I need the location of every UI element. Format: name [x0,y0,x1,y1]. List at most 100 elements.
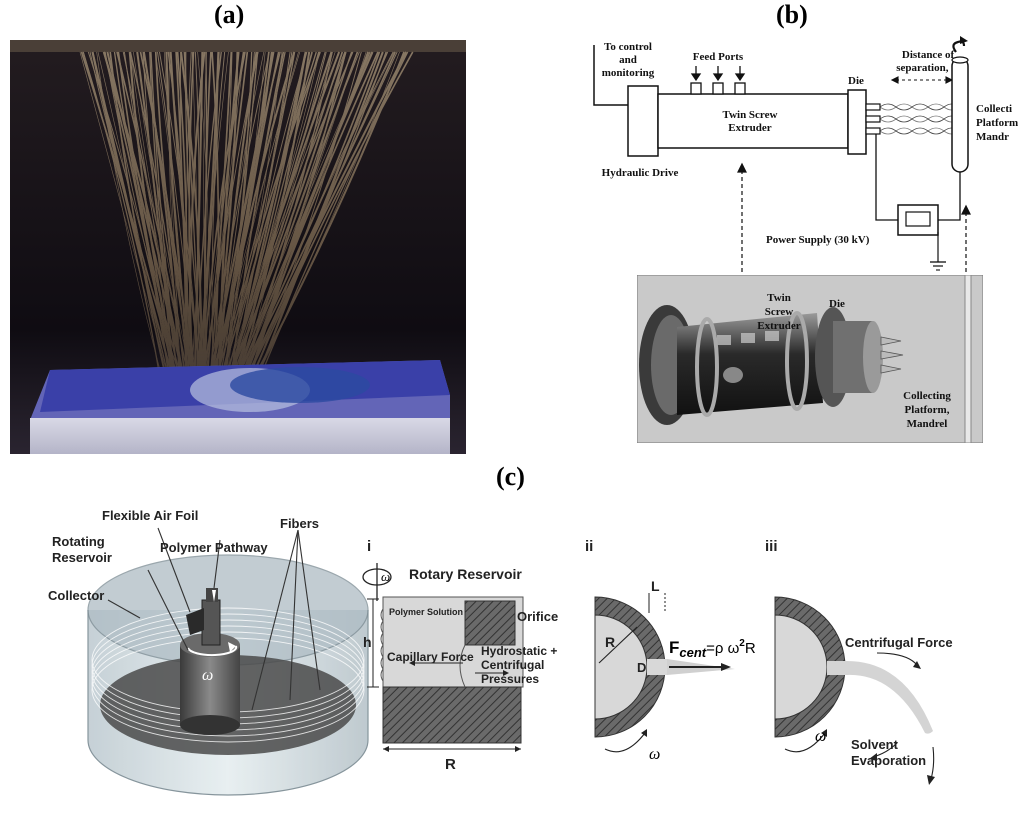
D-label: D [637,660,646,675]
fiber-strand [165,51,194,386]
centrifugal-force-label: Centrifugal Force [845,635,953,650]
centrifugal-force-diagram: ii L R D Fcent=ρ ω2R ω [585,538,756,763]
collecting-label-1: Collecti [976,103,1012,115]
photo-twin-label-2: Screw [765,306,794,318]
fiber-strand [168,51,186,386]
photo-die-label: Die [829,298,845,310]
fiber-strand [106,51,187,386]
fiber-strand [190,51,200,386]
collecting-label-3: Mandr [976,131,1009,143]
hydraulic-drive-label: Hydraulic Drive [602,167,679,179]
omega-label: ω [202,667,213,684]
photo-collecting-label-1: Collecting [903,390,951,402]
orifice-label: Orifice [517,609,558,624]
solvent-evaporation-diagram: iii Centrifugal Force Solvent Evaporatio… [765,538,953,785]
fiber-strand [109,51,169,386]
fiber-strand [188,51,206,386]
fiber-strand [207,51,275,386]
extruder-photo-labels: Twin Screw Extruder Die Collecting Platf… [757,292,951,430]
fiber-strand [256,51,409,386]
hydrostatic-label-3: Pressures [481,672,539,686]
fiber-strand [225,51,341,386]
fiber-strand [242,51,408,386]
power-supply-label: Power Supply (30 kV) [766,234,870,246]
fiber-strand [128,51,180,386]
polymer-solution-label: Polymer Solution [389,607,463,617]
fiber-strand [246,51,374,386]
fiber-strand [231,51,372,386]
photo-twin-label-3: Extruder [757,320,801,332]
fiber-strand [142,51,185,386]
extruder-label-2: Extruder [728,122,772,134]
distance-arrow [890,76,954,84]
flexible-air-foil-label: Flexible Air Foil [102,508,198,523]
fiber-strand [113,51,184,386]
rotating-label-2: Reservoir [52,550,112,565]
R-label-ii: R [605,634,615,650]
panel-label-c: (c) [496,462,525,491]
panel-label-a: (a) [214,0,245,29]
electrospinning-schematic: To control and monitoring Hydraulic Driv… [593,36,1018,275]
fiber-strand [197,51,220,386]
feed-ports [690,82,746,95]
numeral-iii: iii [765,538,778,555]
fiber-strand [185,51,192,386]
dashed-link-arrows [737,162,971,275]
omega-iii: ω [815,728,826,745]
fiber-strand [214,51,301,386]
solvent-label-1: Solvent [851,737,899,752]
collecting-label-2: Platform [976,117,1018,129]
fiber-jets [879,103,959,135]
capillary-force-label: Capillary Force [387,650,474,664]
numeral-ii: ii [585,538,593,555]
fiber-strand [218,51,313,386]
photo-twin-label-1: Twin [767,292,791,304]
fiber-spray-photo [10,40,466,454]
fiber-strand [154,51,187,386]
fiber-strand [218,51,321,386]
fibers-label: Fibers [280,516,319,531]
fiber-strand [123,51,174,386]
fiber-strand [213,51,296,386]
fiber-strand [197,51,232,386]
extruder-photo [637,275,983,443]
fiber-strand [150,51,180,386]
photo-collecting-label-3: Mandrel [907,418,948,430]
h-label: h [363,634,372,650]
to-control-line2: and [619,54,637,66]
fiber-strand [238,51,398,386]
extruder-photo-illustration [637,275,983,443]
fiber-strand [226,51,346,386]
rotary-jet-spinning-apparatus: ω Flexible Air Foil Polymer Pathway Rota… [48,508,369,796]
hydraulic-drive-box [627,85,659,157]
twin-screw-extruder-box [657,93,849,149]
distance-label-2: separation, H [896,62,960,74]
omega-i: ω [381,569,390,584]
panel-label-b: (b) [776,0,808,29]
to-control-line1: To control [604,41,652,53]
rotation-arrow-icon [187,645,238,657]
fiber-strand [201,51,249,386]
distance-label-1: Distance of [902,49,955,61]
hydrostatic-label-2: Centrifugal [481,658,544,672]
numeral-i: i [367,538,371,555]
feed-port-arrows [690,66,746,82]
fiber-strand [248,51,362,386]
L-label: L [651,578,660,594]
collecting-mandrel [951,57,969,173]
fiber-strands [79,51,414,386]
fiber-strand [122,51,172,386]
leader-lines [107,527,321,711]
fiber-strand [188,51,195,386]
polymer-pathway-label: Polymer Pathway [160,540,268,555]
fiber-strand [202,51,246,386]
fiber-strand [204,51,259,386]
to-control-line3: monitoring [602,67,655,79]
collector-label: Collector [48,588,104,603]
fiber-strand [201,51,229,386]
R-label-i: R [445,756,456,773]
fiber-strand [227,51,354,386]
fiber-strand [231,51,371,386]
fiber-strand [208,51,270,386]
omega-ii: ω [649,746,660,763]
